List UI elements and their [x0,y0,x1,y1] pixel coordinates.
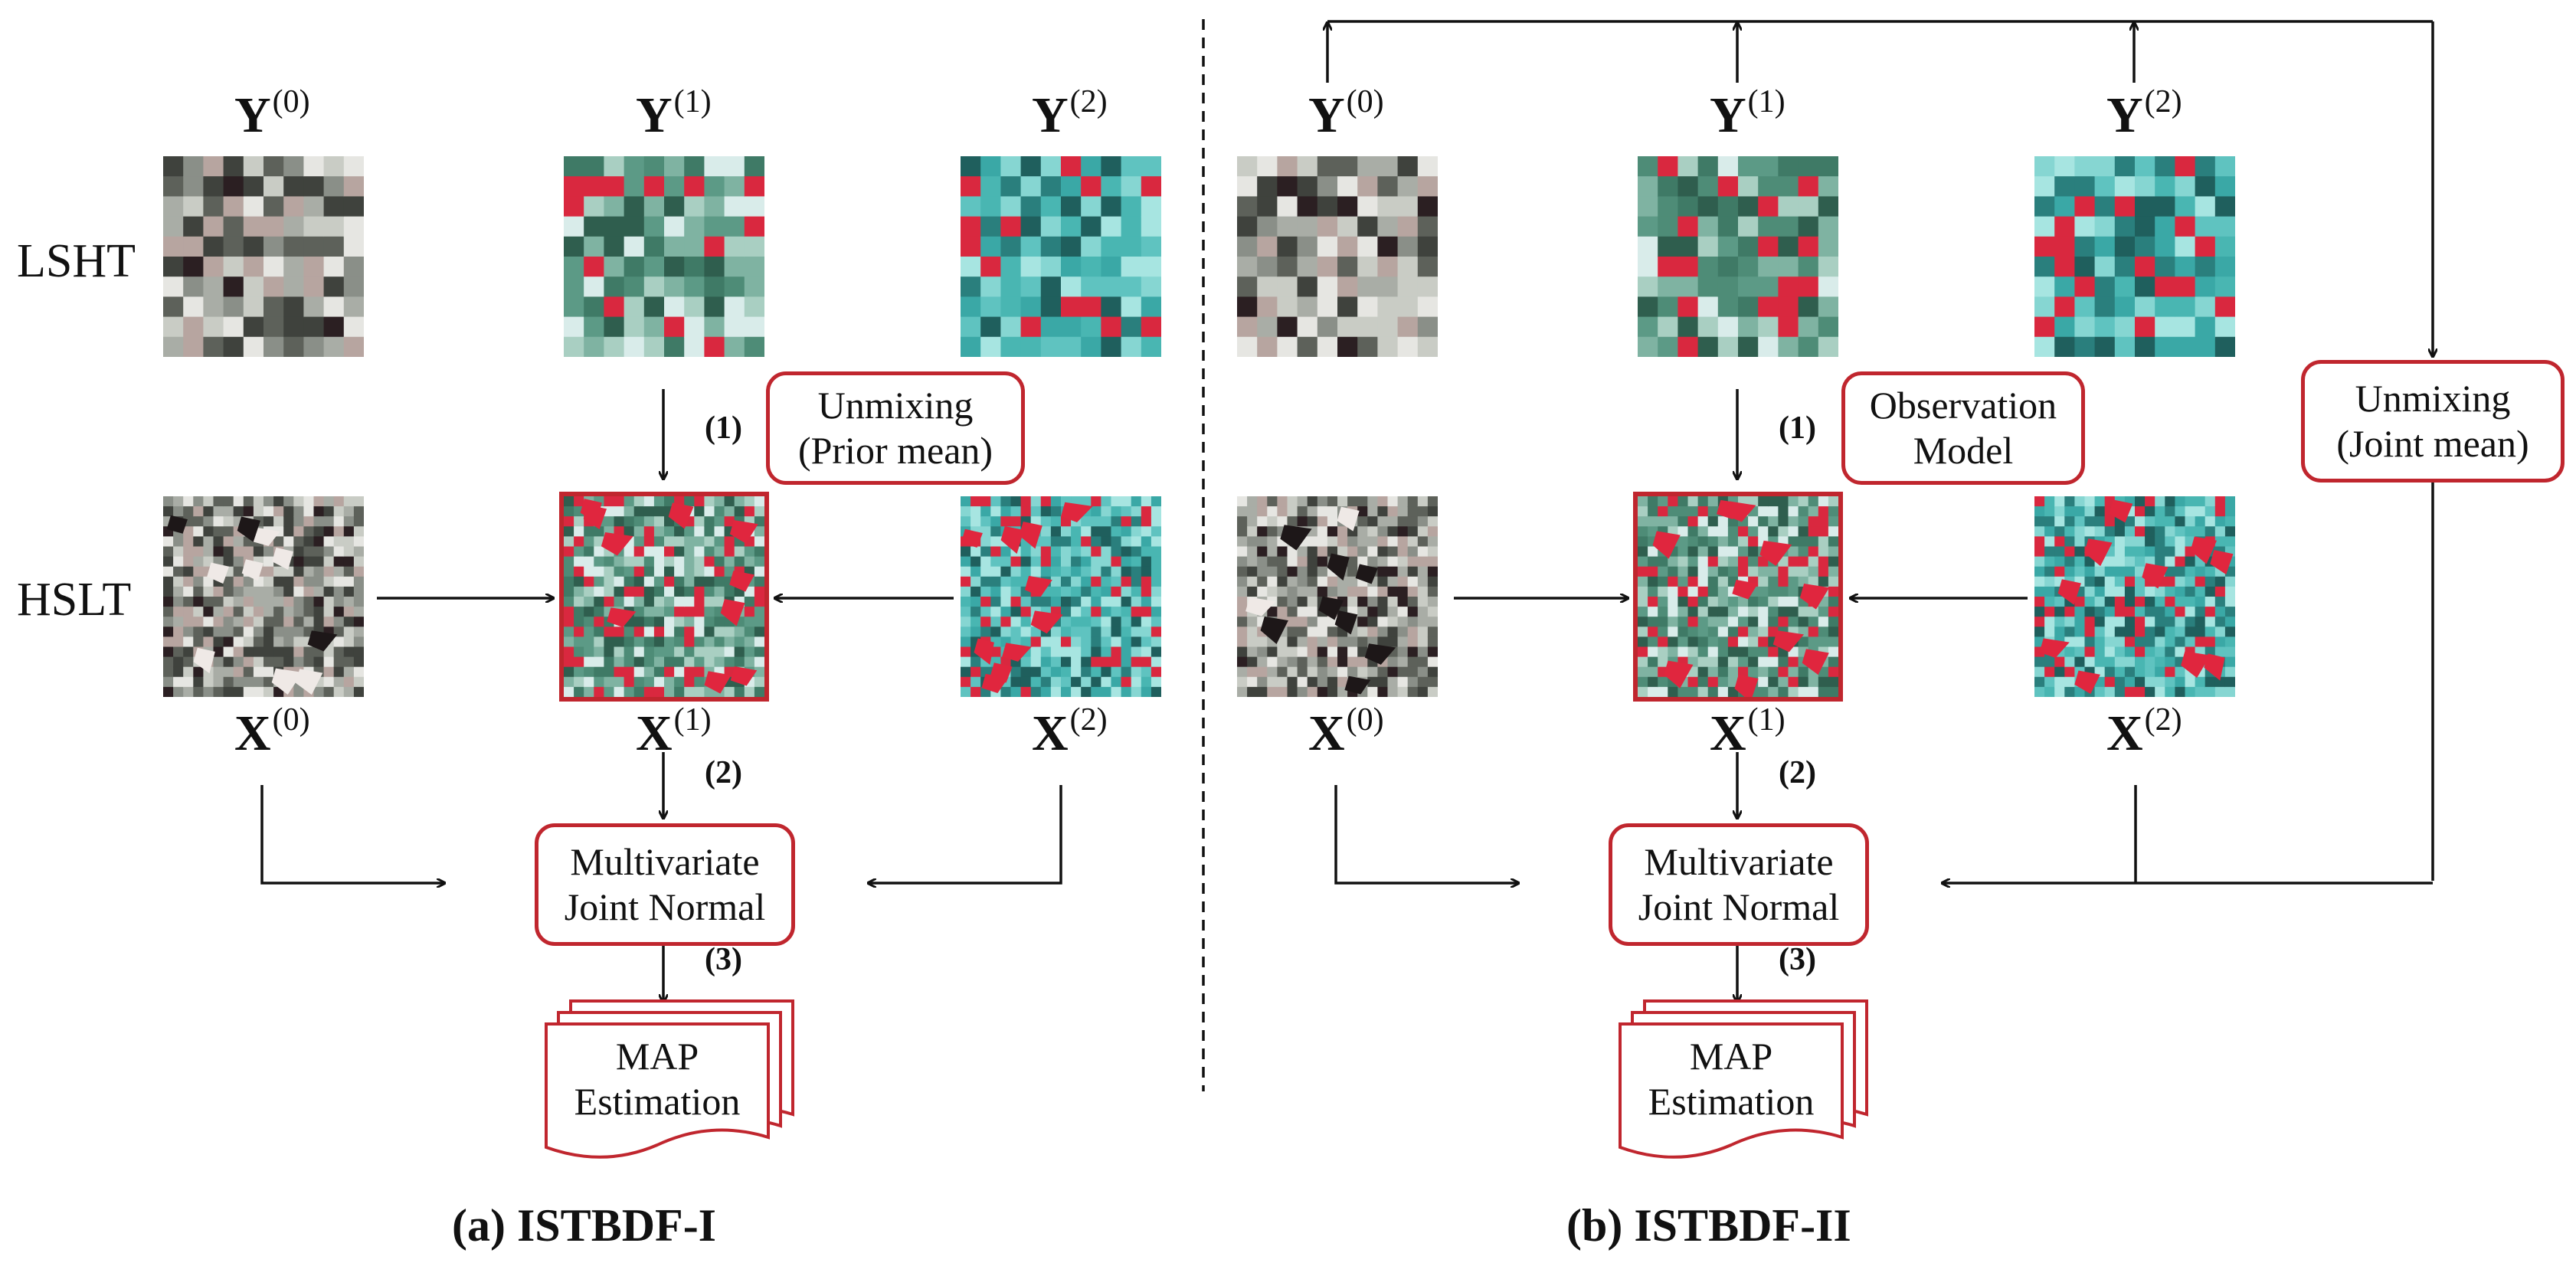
b-step-2: (2) [1779,755,1816,790]
a-y0-image [163,156,364,357]
a-step-1: (1) [705,411,742,446]
a-x2-label: X(2) [1032,702,1108,761]
thumbnail-mosaic [1638,496,1838,697]
b-y1-label: Y(1) [1710,84,1786,143]
a-step-3: (3) [705,942,742,977]
a-x2-image [961,496,1161,697]
thumbnail-mosaic [961,156,1161,357]
b-y2-image [2034,156,2235,357]
a-x1-label: X(1) [636,702,712,761]
row-label-hslt: HSLT [17,574,132,626]
a-caption: (a) ISTBDF-I [452,1200,717,1251]
row-label-lsht: LSHT [17,235,136,287]
thumbnail-mosaic [2034,156,2235,357]
b-x1-image [1633,492,1843,702]
thumbnail-mosaic [1638,156,1838,357]
a-arrow-x0-to-normal [260,785,444,883]
b-x2-label: X(2) [2106,702,2182,761]
b-unmixing-box: Unmixing(Joint mean) [2301,360,2565,483]
b-y0-label: Y(0) [1308,84,1384,143]
b-step-1: (1) [1779,411,1816,446]
a-map-doc-front [545,1022,770,1159]
thumbnail-mosaic [961,496,1161,697]
a-step-2: (2) [705,755,742,790]
b-x0-label: X(0) [1308,702,1384,761]
thumbnail-mosaic [1237,496,1438,697]
b-y0-image [1237,156,1438,357]
b-map-doc-front [1619,1022,1844,1159]
thumbnail-mosaic [163,496,364,697]
thumbnail-mosaic [564,496,764,697]
b-y2-label: Y(2) [2106,84,2182,143]
a-y2-image [961,156,1161,357]
a-y1-image [564,156,764,357]
b-x1-label: X(1) [1710,702,1786,761]
b-x0-image [1237,496,1438,697]
thumbnail-mosaic [564,156,764,357]
a-unmixing-box: Unmixing(Prior mean) [766,371,1025,485]
a-x0-label: X(0) [234,702,310,761]
a-y0-label: Y(0) [234,84,310,143]
b-arrow-x0-to-normal [1334,785,1518,883]
a-y2-label: Y(2) [1032,84,1108,143]
b-y1-image [1638,156,1838,357]
a-arrow-x2-to-normal [869,785,1062,883]
a-y1-label: Y(1) [636,84,712,143]
b-x2-image [2034,496,2235,697]
thumbnail-mosaic [163,156,364,357]
a-x0-image [163,496,364,697]
thumbnail-mosaic [1237,156,1438,357]
b-caption: (b) ISTBDF-II [1566,1200,1851,1251]
b-step-3: (3) [1779,942,1816,977]
a-x1-image [559,492,769,702]
thumbnail-mosaic [2034,496,2235,697]
